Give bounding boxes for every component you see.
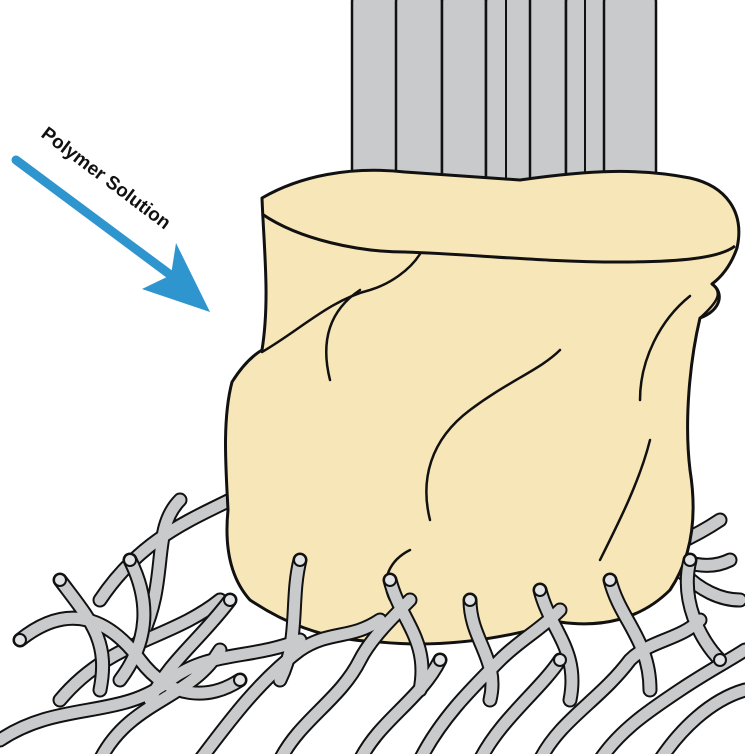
arrow-head (142, 243, 210, 312)
fiber-rod (486, 0, 534, 206)
polymer-solution-arrow: Polymer Solution (16, 123, 210, 312)
polymer-solution-label: Polymer Solution (37, 123, 174, 234)
fiber-rod (530, 0, 566, 204)
